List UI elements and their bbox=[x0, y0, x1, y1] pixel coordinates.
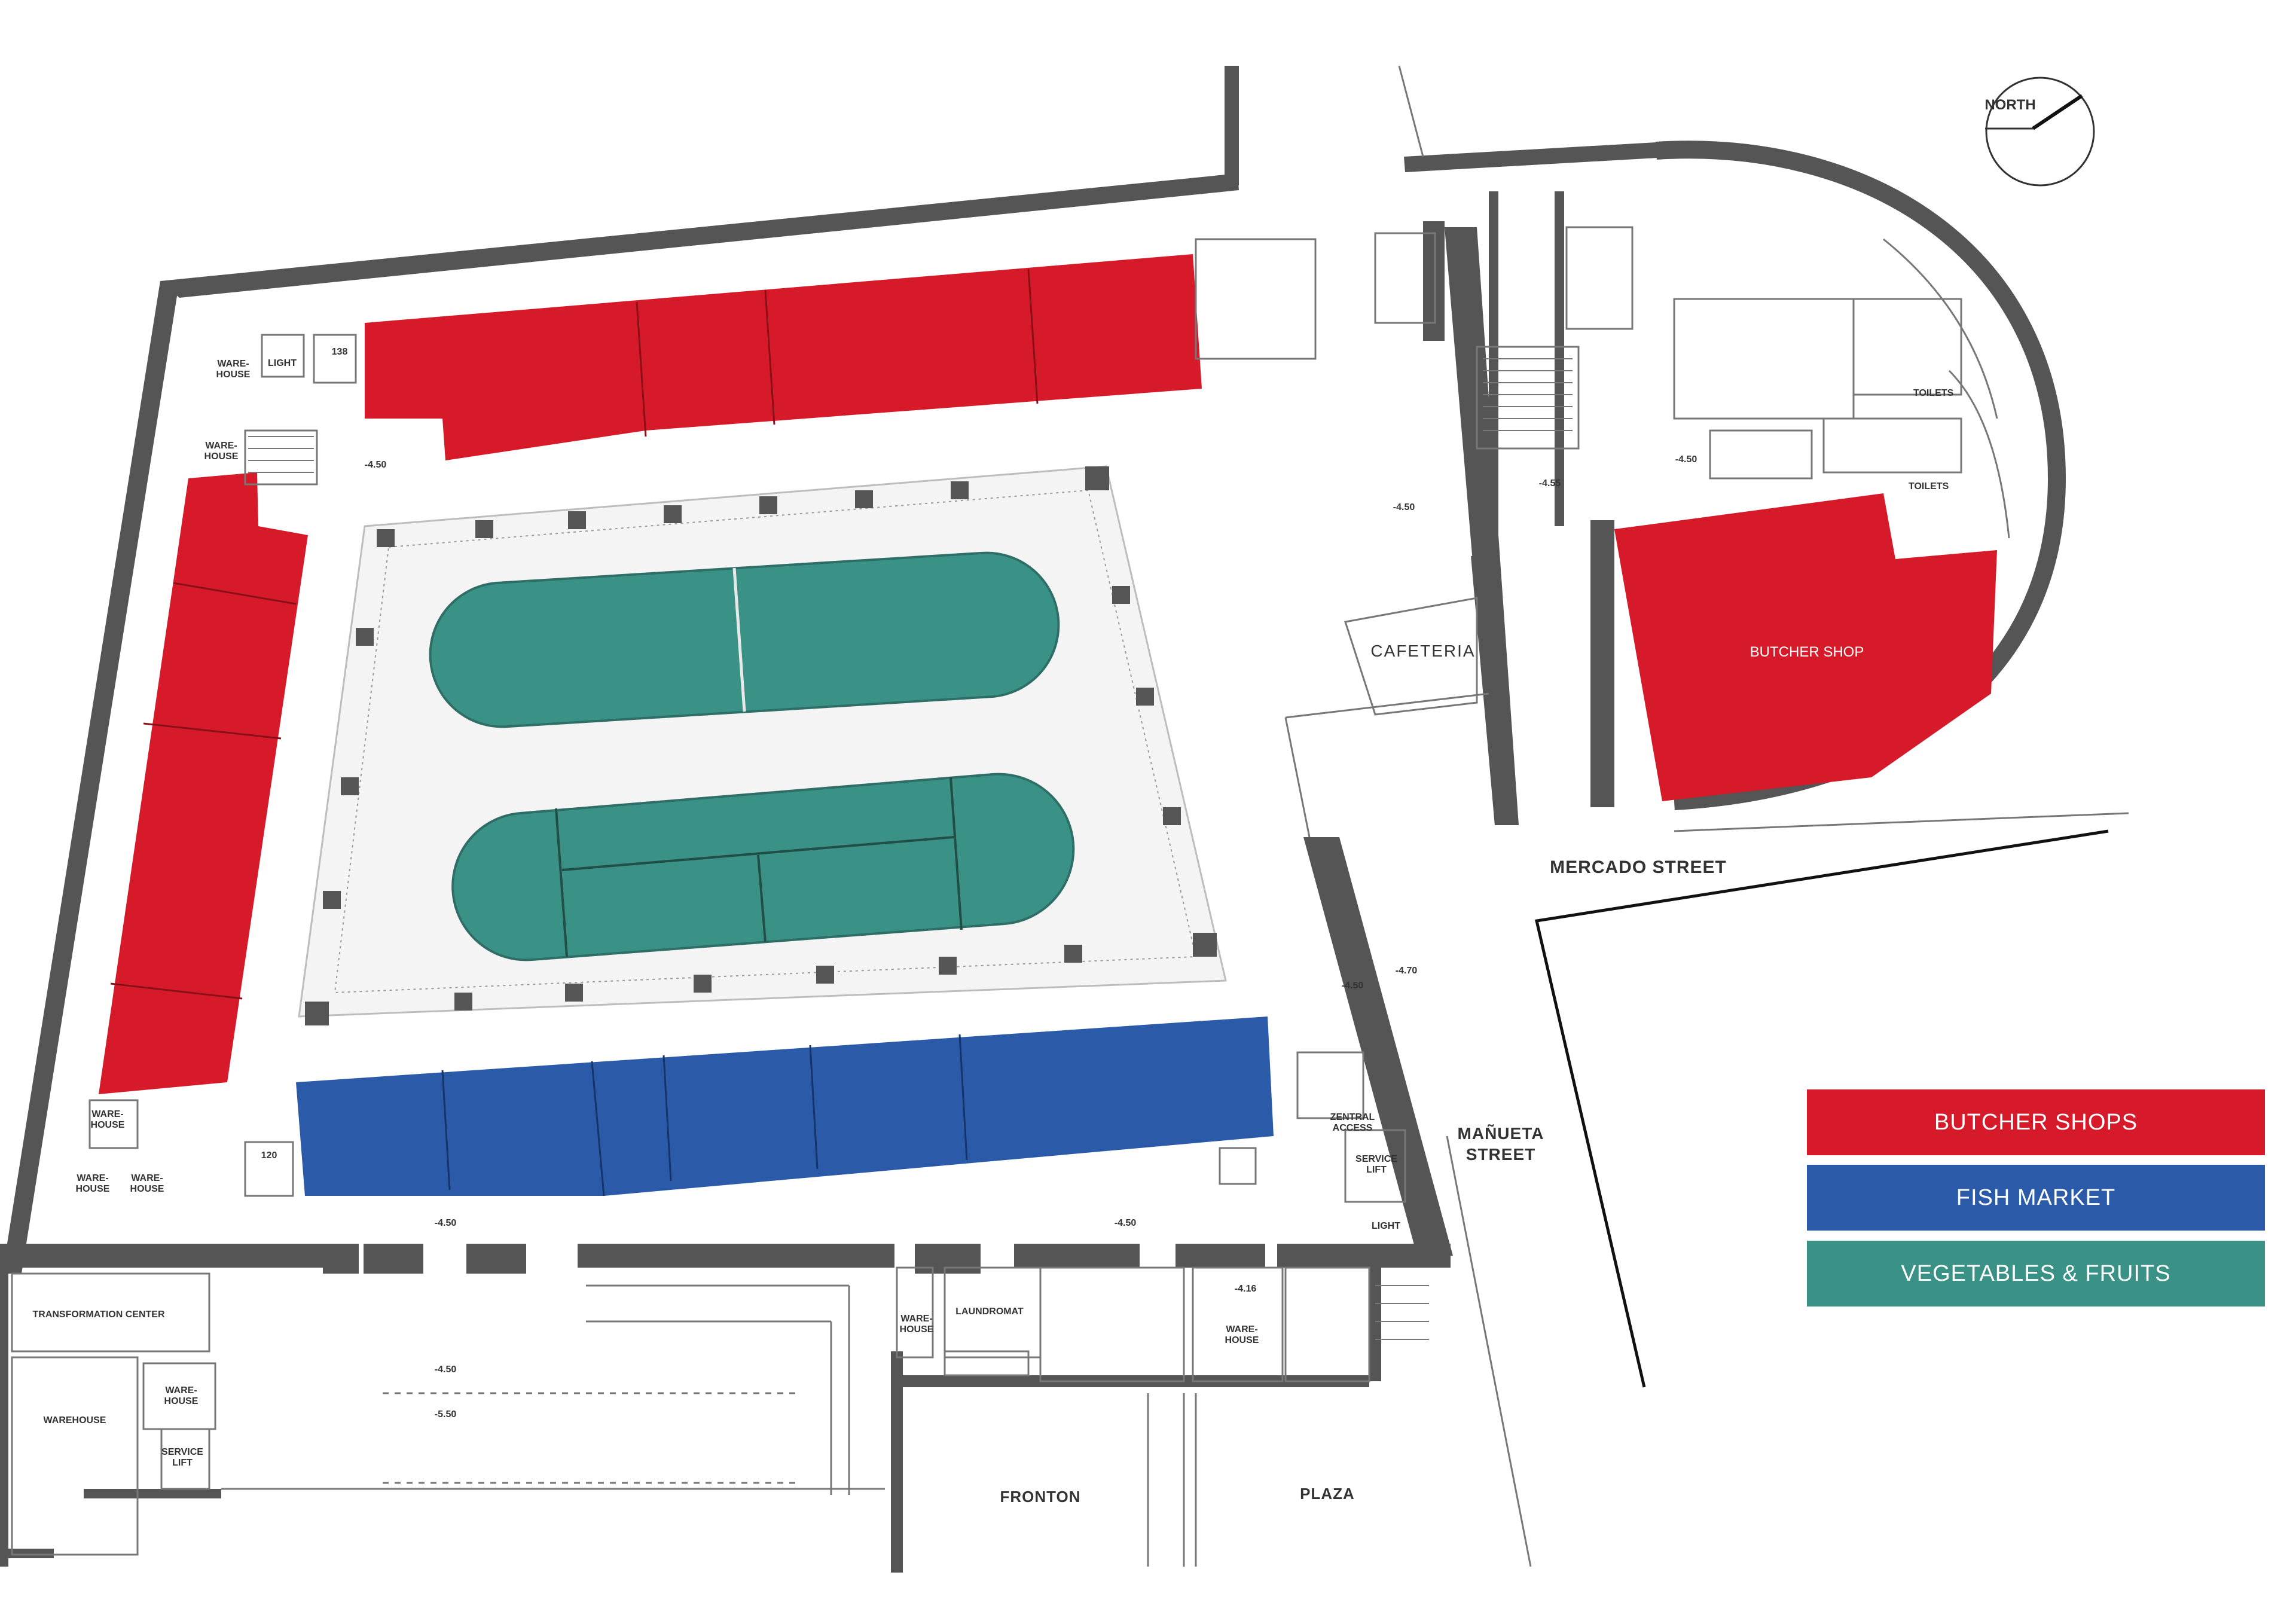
toilets-label-2: TOILETS bbox=[1909, 481, 1949, 492]
level-stair: -4.55 bbox=[1539, 478, 1561, 489]
service-lift-s-2: LIFT bbox=[172, 1458, 193, 1468]
butcher-shop-label: BUTCHER SHOP bbox=[1750, 644, 1864, 660]
butcher-shop-east bbox=[1614, 493, 1997, 801]
fish-market bbox=[296, 1016, 1274, 1196]
warehouse-sw-2: HOUSE bbox=[91, 1120, 125, 1130]
butcher-shops bbox=[99, 254, 1997, 1094]
warehouse-laund-2: HOUSE bbox=[900, 1324, 934, 1335]
veg-island-south bbox=[451, 773, 1075, 961]
warehouse-se-2: HOUSE bbox=[1225, 1335, 1259, 1345]
legend-fish-market: FISH MARKET bbox=[1807, 1165, 2265, 1231]
lower-building bbox=[0, 65, 2129, 1573]
legend-vegetables-fruits-label: VEGETABLES & FRUITS bbox=[1901, 1260, 2171, 1286]
level-e1: -4.50 bbox=[1342, 981, 1364, 991]
map-labels: CAFETERIA BUTCHER SHOP TOILETS TOILETS M… bbox=[32, 347, 1953, 1506]
warehouse-sw3-2: HOUSE bbox=[130, 1184, 164, 1194]
level-lower2: -5.50 bbox=[435, 1409, 457, 1420]
service-lift-e-1: SERVICE bbox=[1355, 1154, 1397, 1164]
laundromat-label: LAUNDROMAT bbox=[955, 1306, 1024, 1317]
level-n: -4.50 bbox=[1393, 502, 1415, 512]
street-edges bbox=[1534, 829, 2109, 1388]
service-lift-s-1: SERVICE bbox=[161, 1447, 203, 1457]
dim-120: 120 bbox=[261, 1150, 277, 1161]
butcher-west-stalls bbox=[99, 472, 308, 1094]
plaza-label: PLAZA bbox=[1300, 1485, 1355, 1503]
pillars bbox=[305, 466, 1217, 1274]
toilets-label-1: TOILETS bbox=[1913, 388, 1954, 398]
interior-rooms bbox=[11, 226, 2010, 1556]
manueta-street-label-1: MAÑUETA bbox=[1458, 1124, 1544, 1143]
fish-stalls bbox=[296, 1016, 1274, 1196]
transformation-center-label: TRANSFORMATION CENTER bbox=[32, 1309, 164, 1320]
light-label-e: LIGHT bbox=[1372, 1221, 1400, 1231]
warehouse-nw-1: WARE- bbox=[217, 359, 249, 369]
service-lift-e-2: LIFT bbox=[1366, 1165, 1387, 1175]
warehouse-sw2-1: WARE- bbox=[77, 1173, 108, 1183]
level-ne: -4.50 bbox=[1675, 454, 1697, 465]
dim-138: 138 bbox=[332, 347, 348, 357]
warehouse-w-1: WARE- bbox=[205, 441, 237, 451]
legend-butcher-shops-label: BUTCHER SHOPS bbox=[1934, 1109, 2138, 1135]
legend-vegetables-fruits: VEGETABLES & FRUITS bbox=[1807, 1241, 2265, 1306]
veg-island-north bbox=[429, 551, 1060, 728]
level-lower1: -4.50 bbox=[435, 1364, 457, 1375]
light-label-nw: LIGHT bbox=[268, 358, 297, 368]
mercado-street-label: MERCADO STREET bbox=[1550, 857, 1727, 877]
cafeteria-label: CAFETERIA bbox=[1370, 642, 1475, 660]
level-nw: -4.50 bbox=[365, 460, 387, 470]
north-compass: NORTH bbox=[1984, 77, 2095, 187]
legend-fish-market-label: FISH MARKET bbox=[1956, 1185, 2116, 1210]
warehouse-sw-1: WARE- bbox=[91, 1109, 123, 1119]
zentral-access-2: ACCESS bbox=[1333, 1123, 1373, 1133]
butcher-north-stalls bbox=[365, 254, 1202, 460]
vegetables-fruits bbox=[429, 551, 1075, 961]
warehouse-se-1: WARE- bbox=[1226, 1324, 1257, 1335]
warehouse-sw2-2: HOUSE bbox=[76, 1184, 110, 1194]
zentral-access-1: ZENTRAL bbox=[1330, 1112, 1375, 1122]
warehouse-w-2: HOUSE bbox=[204, 451, 239, 462]
warehouse-s-2: HOUSE bbox=[164, 1396, 199, 1406]
warehouse-s-1: WARE- bbox=[165, 1385, 197, 1396]
level-s2: -4.50 bbox=[1115, 1218, 1137, 1228]
level-e2: -4.70 bbox=[1396, 966, 1418, 976]
warehouse-laund-1: WARE- bbox=[900, 1314, 932, 1324]
warehouse-nw-2: HOUSE bbox=[216, 370, 251, 380]
warehouse-large-label: WAREHOUSE bbox=[44, 1415, 106, 1425]
legend-butcher-shops: BUTCHER SHOPS bbox=[1807, 1089, 2265, 1155]
fronton-label: FRONTON bbox=[1000, 1488, 1080, 1506]
warehouse-sw3-1: WARE- bbox=[131, 1173, 163, 1183]
level-s1: -4.50 bbox=[435, 1218, 457, 1228]
level-se: -4.16 bbox=[1235, 1284, 1257, 1294]
manueta-street-label-2: STREET bbox=[1466, 1145, 1535, 1164]
north-label: NORTH bbox=[1984, 97, 2035, 113]
